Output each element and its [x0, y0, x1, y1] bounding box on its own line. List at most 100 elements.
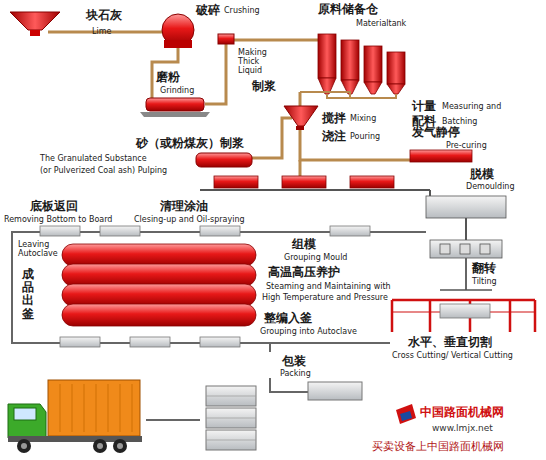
- mould-cart: [330, 226, 370, 236]
- mould-cart: [200, 337, 240, 347]
- slurry-tank: [218, 34, 234, 44]
- sand-pulper: [196, 153, 252, 167]
- rail-track: [12, 232, 426, 343]
- cutting-machine: [440, 289, 492, 291]
- step-label-en: Cross Cutting/ Vertical Cutting: [392, 351, 513, 360]
- watermark-text: 中国路面机械网: [420, 406, 504, 420]
- demoulding-machine: [429, 190, 431, 196]
- mould-cart: [130, 337, 170, 347]
- packing-line: [206, 396, 256, 440]
- autoclave: [62, 264, 256, 286]
- step-label-en: Lime: [92, 27, 111, 36]
- pre-curing-mold: [282, 176, 326, 188]
- pipeline: [250, 118, 292, 158]
- material-silos: [300, 92, 350, 98]
- pipeline: [205, 40, 322, 104]
- step-label-en: Removing Bottom to Board: [4, 215, 112, 224]
- step-label: 翻转: [472, 262, 496, 276]
- pre-curing-mold: [410, 150, 472, 162]
- grinding-mill: [140, 98, 210, 117]
- pipeline: [300, 128, 410, 160]
- step-label-en: Grinding: [160, 86, 194, 95]
- autoclave: [62, 244, 256, 266]
- demoulding-machine: [465, 218, 467, 240]
- grinding-mill: [140, 112, 210, 117]
- mould-cart: [40, 226, 80, 236]
- truck: [8, 380, 142, 453]
- step-label: 计量: [412, 100, 436, 114]
- step-label-en: (or Pulverized Coal ash) Pulping: [40, 166, 167, 175]
- step-label: 制浆: [252, 80, 276, 94]
- autoclave: [62, 244, 256, 326]
- step-label: 搅拌: [322, 112, 346, 126]
- material-silos: [364, 82, 382, 94]
- step-label: 底板返回: [30, 200, 78, 214]
- material-silos: [327, 94, 396, 98]
- step-label-en: Pouring: [350, 132, 380, 141]
- material-silos: [341, 40, 359, 80]
- mixer: [296, 126, 304, 130]
- autoclave: [62, 304, 256, 326]
- material-silos: [387, 84, 405, 94]
- autoclave: [62, 284, 256, 306]
- step-label: 高温高压养护: [268, 266, 340, 280]
- rail-track: [465, 258, 467, 290]
- cutting-machine: [392, 290, 535, 332]
- step-label: 整编入釜: [264, 312, 312, 326]
- truck: [17, 439, 31, 453]
- truck: [48, 380, 140, 436]
- mould-cart: [100, 226, 140, 236]
- step-label: 脱模: [470, 168, 494, 182]
- mould-cart: [60, 337, 100, 347]
- sand-pulper: [196, 153, 252, 167]
- step-label-en: The Granulated Substance: [40, 154, 147, 163]
- lime-hopper: [10, 12, 60, 30]
- step-label: 发气静停: [412, 126, 460, 140]
- step-label: 浇注: [322, 130, 346, 144]
- pre-curing-mold: [200, 189, 430, 191]
- grinding-mill: [146, 98, 204, 111]
- material-silos: [387, 52, 405, 84]
- watermark-logo: [396, 404, 416, 424]
- slurry-tank: [218, 34, 234, 44]
- demoulding-machine: [440, 244, 450, 254]
- watermark-logo: [400, 411, 412, 421]
- pre-curing-mold: [214, 176, 258, 188]
- watermark-text: 买卖设备上中国路面机械网: [372, 441, 504, 454]
- vertical-label: 成品出釜: [22, 268, 34, 321]
- truck: [93, 439, 107, 453]
- mould-cart: [200, 226, 240, 236]
- step-label-en: Batching: [442, 117, 477, 126]
- step-label: 砂（或粉煤灰）制浆: [136, 137, 244, 151]
- truck: [8, 404, 46, 438]
- demoulding-machine: [460, 244, 470, 254]
- truck: [97, 443, 103, 449]
- crusher: [164, 40, 192, 48]
- material-silos: [364, 46, 382, 82]
- step-label-en: Steaming and Maintaining with: [266, 282, 391, 291]
- step-label: 水平、垂直切割: [408, 336, 492, 350]
- cutting-machine: [392, 300, 535, 332]
- demoulding-machine: [426, 190, 506, 258]
- truck: [113, 439, 127, 453]
- step-label: 清理涂油: [160, 200, 208, 214]
- step-label-en: Crushing: [224, 6, 260, 15]
- material-silos: [318, 34, 336, 78]
- material-silos: [300, 34, 405, 98]
- step-label-en: Tilting: [472, 277, 497, 286]
- lime-hopper: [10, 12, 60, 36]
- demoulding-machine: [480, 244, 490, 254]
- step-label-en: Materialtank: [356, 19, 406, 28]
- watermark-text: www.lmjx.net: [432, 423, 493, 433]
- demoulding-machine: [426, 196, 506, 218]
- pre-curing-mold: [200, 150, 472, 190]
- truck: [60, 384, 132, 432]
- step-label-en: High Temperature and Pressure: [262, 293, 388, 302]
- rail-track: [12, 232, 466, 343]
- truck: [14, 408, 36, 420]
- step-label-en: Clesing-up and Oil-spraying: [134, 215, 245, 224]
- step-label-en: Grouping into Autoclave: [260, 327, 357, 336]
- step-label: 磨粉: [156, 71, 180, 85]
- step-label-en: Grouping Mould: [284, 253, 347, 262]
